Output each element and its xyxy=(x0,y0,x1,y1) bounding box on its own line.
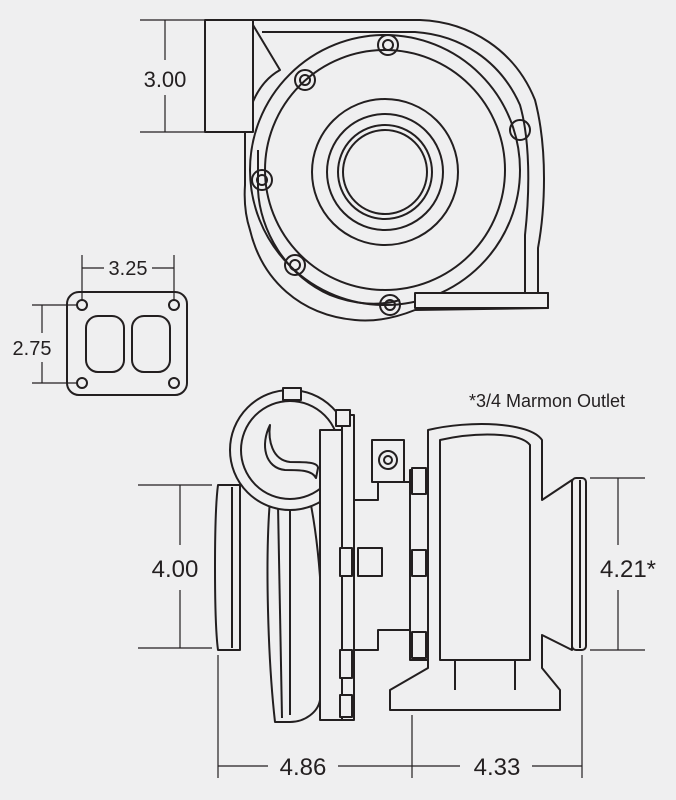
inlet-bore-mid xyxy=(326,113,444,231)
inlet-bore-outer xyxy=(311,98,459,246)
flange-bolt-hole xyxy=(168,377,180,389)
front-view xyxy=(204,19,549,322)
flange-plate xyxy=(66,291,188,396)
dim-flange-width xyxy=(81,255,175,300)
label-turbine-length: 4.33 xyxy=(474,754,521,781)
bolt-boss xyxy=(256,174,268,186)
compressor-inlet-neck xyxy=(204,19,254,133)
dim-compressor-inlet xyxy=(140,19,205,133)
dim-flange-height xyxy=(32,304,76,384)
bolt xyxy=(411,549,427,577)
marmon-note: *3/4 Marmon Outlet xyxy=(469,391,625,411)
label-flange-width: 3.25 xyxy=(109,258,148,280)
bolt-boss xyxy=(377,34,399,56)
oil-fitting-icon xyxy=(383,455,393,465)
oil-fitting-icon xyxy=(378,450,398,470)
outlet-swirl xyxy=(264,424,319,479)
volute-inner xyxy=(262,31,530,293)
bolt xyxy=(339,547,353,577)
bolt-boss xyxy=(289,259,301,271)
turbine-housing xyxy=(389,423,573,711)
label-flange-height: 2.75 xyxy=(13,338,52,360)
turbine-housing-inner xyxy=(439,433,531,661)
bolt-boss xyxy=(251,169,273,191)
flange-bolt-hole xyxy=(76,377,88,389)
bolt-boss xyxy=(299,74,311,86)
inlet-bore-inner xyxy=(337,124,433,220)
flange-port-left xyxy=(85,315,125,373)
bolt-boss xyxy=(384,299,396,311)
compressor-outlet-foot xyxy=(414,292,549,309)
bolt xyxy=(339,694,353,718)
volute-inner-left xyxy=(257,150,401,305)
label-turbine-outlet: 4.21* xyxy=(600,556,656,583)
bolt-boss xyxy=(284,254,306,276)
bolt-boss xyxy=(509,119,531,141)
housing-line xyxy=(277,504,283,719)
compressor-outlet-tube xyxy=(214,484,241,651)
flange-port-right xyxy=(131,315,171,373)
dim-compressor-outlet xyxy=(138,484,212,649)
volute-outline xyxy=(243,19,549,322)
boss-top xyxy=(282,387,302,401)
dim-lengths xyxy=(217,655,583,778)
bolt xyxy=(339,649,353,679)
bolt-boss xyxy=(379,294,401,316)
label-compressor-outlet: 4.00 xyxy=(152,556,199,583)
side-view xyxy=(214,387,587,723)
bolt xyxy=(411,467,427,495)
dim-turbine-outlet xyxy=(590,477,645,651)
bolt-boss xyxy=(382,39,394,51)
turbine-flange xyxy=(66,291,188,396)
bolt xyxy=(411,631,427,659)
inlet-bore-core xyxy=(342,129,428,215)
oil-port xyxy=(357,547,383,577)
label-compressor-inlet: 3.00 xyxy=(144,67,187,92)
backplate xyxy=(319,429,343,721)
oil-inlet xyxy=(371,439,405,483)
label-compressor-length: 4.86 xyxy=(280,754,327,781)
bolt xyxy=(335,409,351,427)
bolt-boss xyxy=(294,69,316,91)
